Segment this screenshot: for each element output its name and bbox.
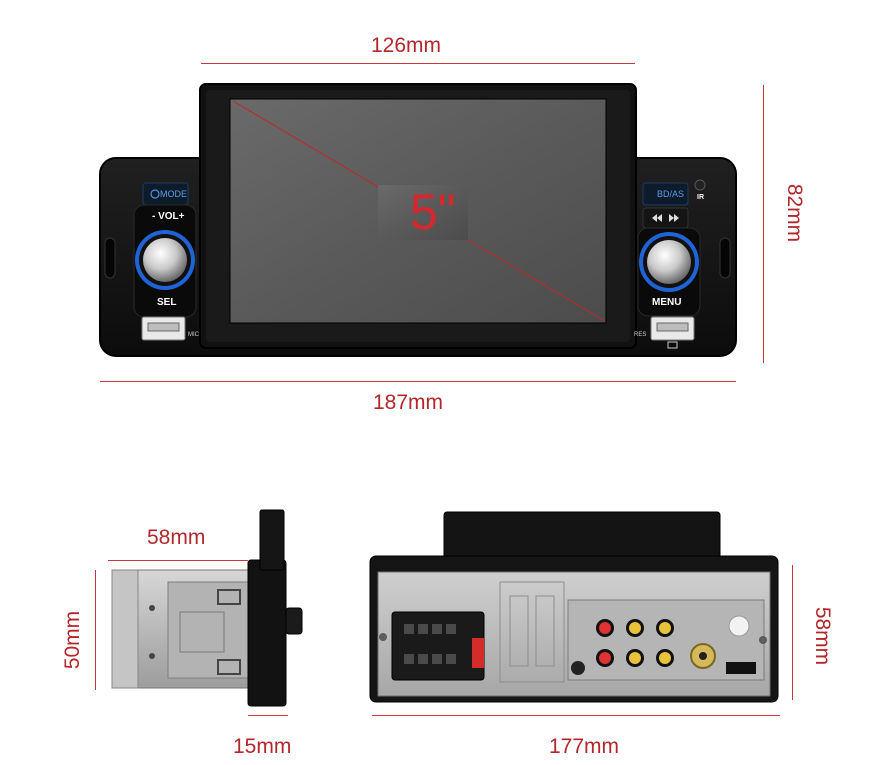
mic-label: MIC [188,332,199,338]
iso-connector [391,611,485,681]
menu-knob [647,240,691,284]
res-label: RES [634,332,647,338]
fuse [472,638,484,668]
total-width-label: 187mm [373,391,444,414]
right-slot [719,237,731,279]
screen-size-label: 5" [410,184,456,240]
ir-sensor [694,179,706,191]
rear-label-block [726,662,756,674]
vol-label: - VOL+ [152,211,185,222]
front-view-unit [99,83,737,357]
sel-label: SEL [157,297,177,308]
left-slot [104,237,116,279]
front-height-line [763,85,764,363]
ir-label: IR [697,194,704,201]
side-depth-label: 58mm [147,526,206,549]
rear-view-unit [369,511,779,703]
side-view-unit [111,509,303,707]
card-slot-icon [667,341,678,349]
mode-label: MODE [160,189,187,199]
side-faceplate [247,559,287,707]
qc-sticker [728,615,750,637]
rca-jacks [596,619,674,667]
track-buttons [642,207,689,229]
bd-as-button [642,182,689,206]
side-knob [285,607,303,635]
side-height-label: 50mm [61,610,85,670]
side-depth-line [108,560,248,561]
faceplate-depth-line [248,715,288,716]
faceplate-depth-label: 15mm [233,735,292,758]
rear-height-line [792,565,793,700]
rear-width-label: 177mm [549,735,620,758]
vol-knob [143,238,187,282]
screen-width-line [201,63,635,64]
menu-label: MENU [652,297,682,308]
side-screen-edge [259,509,285,571]
bd-as-label: BD/AS [657,189,685,199]
rear-height-label: 58mm [811,606,835,666]
screen-width-label: 126mm [371,34,442,57]
aux-jack [571,661,585,675]
rear-width-line [372,715,780,716]
total-width-line [100,381,736,382]
side-height-line [95,570,96,690]
